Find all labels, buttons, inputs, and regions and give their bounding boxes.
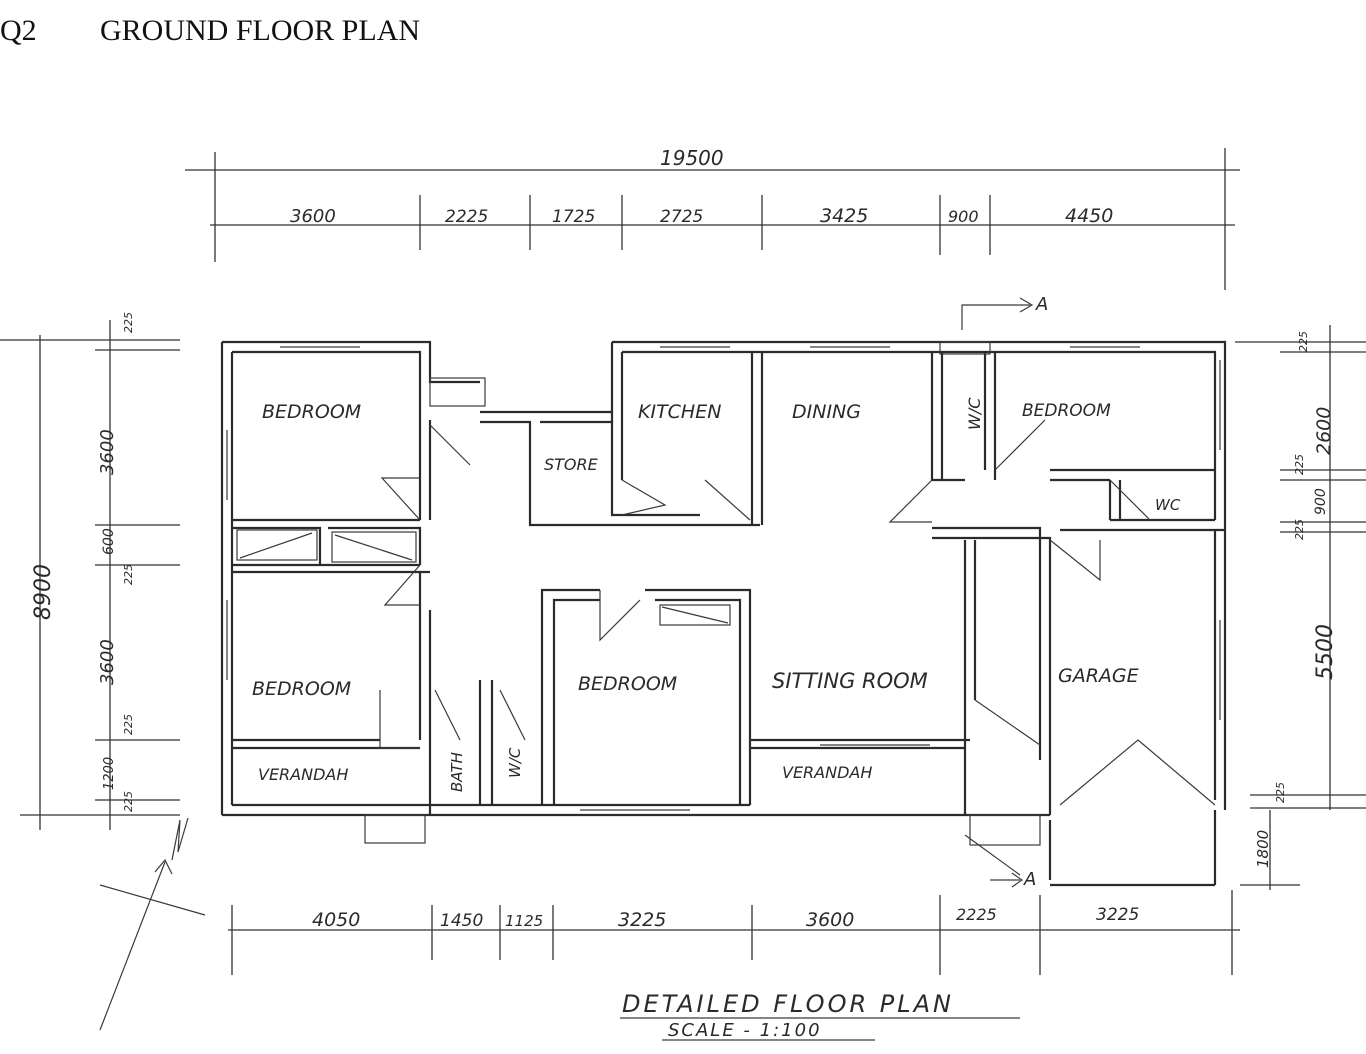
dim-left-3: 600 xyxy=(101,528,117,555)
dim-right-5: 225 xyxy=(1293,519,1306,540)
dim-bottom-1: 4050 xyxy=(312,909,360,931)
dim-left-1: 225 xyxy=(122,312,135,333)
label-bedroom-4: BEDROOM xyxy=(1022,401,1111,421)
interior-walls xyxy=(232,352,1225,887)
label-wc-bottom: W/C xyxy=(506,747,524,778)
dim-overall-top: 19500 xyxy=(660,146,724,170)
dim-bottom-6: 2225 xyxy=(956,905,997,924)
room-labels: BEDROOM BEDROOM BEDROOM BEDROOM STORE KI… xyxy=(252,397,1181,792)
label-bath: BATH xyxy=(448,752,466,792)
dim-left-2: 3600 xyxy=(97,429,118,475)
dim-bottom-3: 1125 xyxy=(505,912,543,930)
windows xyxy=(226,346,1221,811)
section-mark-top: A xyxy=(1035,294,1048,315)
label-bedroom-1: BEDROOM xyxy=(262,401,361,423)
label-dining: DINING xyxy=(792,401,861,423)
page-title: GROUND FLOOR PLAN xyxy=(100,14,421,47)
dim-right-3: 225 xyxy=(1293,454,1306,475)
dim-left-4: 225 xyxy=(122,564,135,585)
drawing-title: DETAILED FLOOR PLAN xyxy=(622,990,954,1018)
label-verandah-left: VERANDAH xyxy=(258,765,348,784)
question-number: Q2 xyxy=(0,14,37,47)
section-line-a xyxy=(961,297,1034,888)
dim-left-7: 1200 xyxy=(102,757,117,790)
dim-bottom-7: 3225 xyxy=(1096,905,1139,925)
label-bedroom-2: BEDROOM xyxy=(252,678,351,700)
dim-top-5: 3425 xyxy=(820,205,868,227)
dim-bottom-5: 3600 xyxy=(806,909,854,931)
north-arrow-icon xyxy=(99,817,206,1031)
label-bedroom-3: BEDROOM xyxy=(578,673,677,695)
door-swings xyxy=(379,419,1151,876)
right-dimension-lines xyxy=(1235,325,1366,890)
dim-top-3: 1725 xyxy=(552,207,595,227)
dim-right-4: 900 xyxy=(1313,488,1329,515)
dim-top-2: 2225 xyxy=(445,207,488,227)
dim-bottom-4: 3225 xyxy=(618,909,666,931)
section-mark-bottom: A xyxy=(1023,869,1036,890)
fixtures xyxy=(236,341,1216,846)
label-kitchen: KITCHEN xyxy=(638,401,721,423)
label-store: STORE xyxy=(544,455,599,474)
dim-right-7: 225 xyxy=(1274,782,1287,803)
label-sitting-room: SITTING ROOM xyxy=(772,669,928,693)
dim-bottom-2: 1450 xyxy=(440,911,483,931)
dim-right-8: 1800 xyxy=(1254,830,1272,868)
dim-right-1: 225 xyxy=(1297,331,1310,352)
dim-top-1: 3600 xyxy=(290,206,336,227)
dim-left-8: 225 xyxy=(122,791,135,812)
outer-walls xyxy=(220,340,1227,817)
drawing-scale: SCALE - 1:100 xyxy=(668,1020,822,1041)
dim-top-6: 900 xyxy=(948,207,979,226)
dim-top-4: 2725 xyxy=(660,207,703,227)
dim-left-6: 225 xyxy=(122,714,135,735)
label-wc-right: WC xyxy=(1155,496,1181,514)
dim-right-6: 5500 xyxy=(1313,624,1338,680)
dim-top-7: 4450 xyxy=(1065,205,1113,227)
label-wc-top: W/C xyxy=(965,397,984,430)
dim-left-5: 3600 xyxy=(97,639,118,685)
label-verandah-right: VERANDAH xyxy=(782,763,872,782)
dim-left-overall: 8900 xyxy=(31,564,56,620)
dim-right-2: 2600 xyxy=(1313,407,1335,455)
left-dimension-lines xyxy=(0,320,180,830)
label-garage: GARAGE xyxy=(1058,665,1139,687)
top-dimension-lines xyxy=(185,148,1240,290)
bottom-dimension-lines xyxy=(228,890,1240,975)
